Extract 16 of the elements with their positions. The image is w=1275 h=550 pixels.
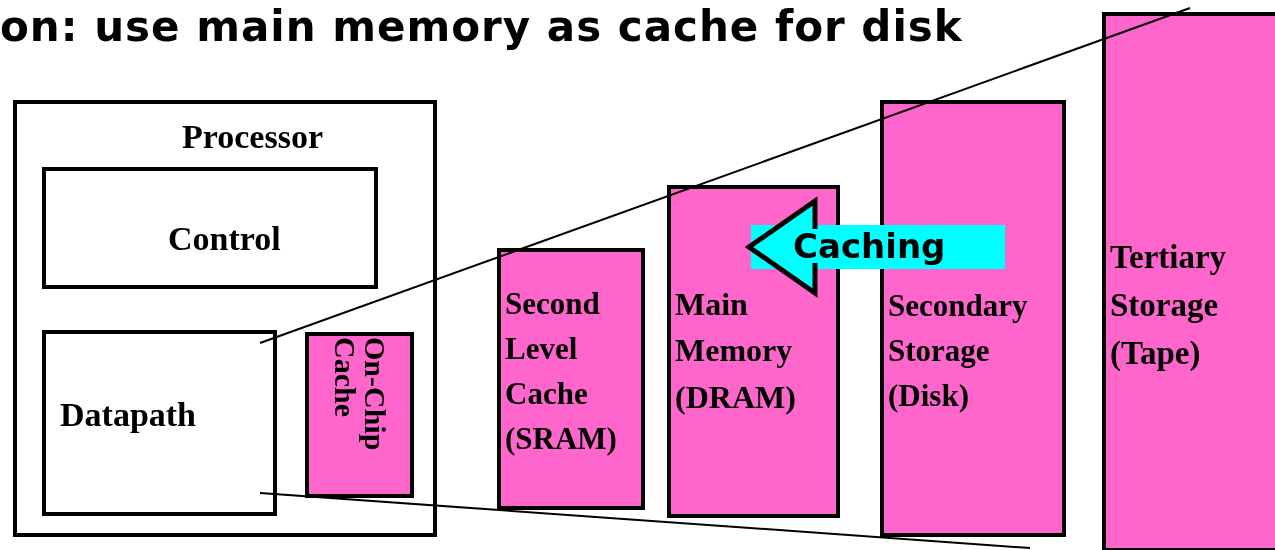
memory-level-box	[497, 248, 645, 510]
node-label: Main Memory (DRAM)	[675, 285, 797, 417]
node-label: On-Chip Cache	[329, 337, 390, 453]
node-label: Processor	[182, 117, 324, 157]
memory-level-box	[1102, 12, 1275, 550]
component-box	[42, 167, 378, 289]
block-arrow	[746, 198, 1005, 296]
memory-level-box	[305, 332, 414, 498]
node-label: Second Level Cache (SRAM)	[505, 285, 618, 458]
component-box	[13, 100, 437, 537]
node-label: Datapath	[60, 395, 198, 435]
node-label: Control	[168, 219, 282, 259]
title: on: use main memory as cache for disk	[0, 2, 963, 51]
node-label: Tertiary Storage (Tape)	[1110, 238, 1228, 373]
node-label: Secondary Storage (Disk)	[888, 287, 1029, 415]
component-box	[42, 330, 277, 516]
